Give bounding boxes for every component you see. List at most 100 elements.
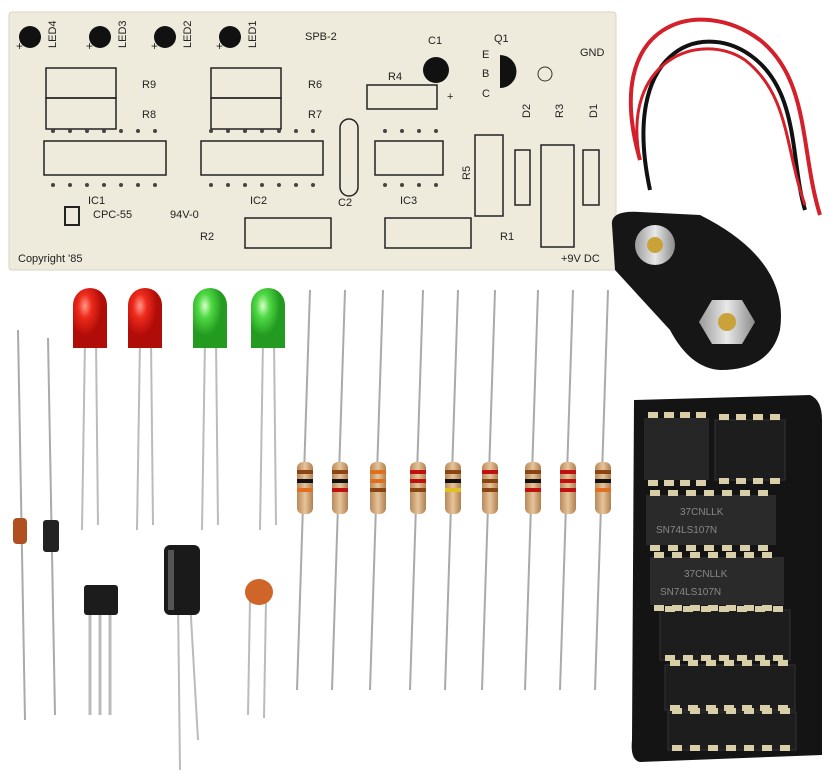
ic-socket-14pin — [667, 711, 797, 751]
ic-pin — [780, 708, 790, 714]
led-plus: + — [216, 39, 223, 53]
pad — [209, 129, 213, 133]
ic-chip-1-code: 37CNLLK — [680, 507, 724, 518]
d1-label: D1 — [588, 104, 600, 118]
ic-pin — [719, 414, 729, 420]
ic-pin — [706, 660, 716, 666]
r5-label: R5 — [461, 166, 473, 180]
r4-footprint — [366, 84, 438, 110]
diode-1n4001 — [43, 520, 59, 552]
pad — [434, 183, 438, 187]
ic-pin — [722, 490, 732, 496]
ic-pin — [726, 745, 736, 751]
ic-chip-2-part: SN74LS107N — [660, 587, 721, 598]
c1-footprint — [423, 57, 449, 83]
c2-footprint — [339, 118, 359, 197]
led-footprint — [154, 26, 176, 48]
ic-pin — [760, 660, 770, 666]
ic-pin — [701, 655, 711, 661]
ic-pin — [726, 605, 736, 611]
ic3-label: IC3 — [400, 195, 417, 207]
resistors — [296, 289, 611, 691]
q1-pin-c: C — [482, 88, 490, 100]
r9-label: R9 — [142, 79, 156, 91]
maker-label: CPC-55 — [93, 209, 132, 221]
r7-label: R7 — [308, 109, 322, 121]
r8-footprint — [45, 97, 117, 130]
ic-pin — [690, 552, 700, 558]
ic-foam-pad: 37CNLLK SN74LS107N 37CNLLK SN74LS107N — [631, 395, 822, 762]
pad — [136, 129, 140, 133]
color-band — [410, 470, 426, 474]
ic-pin — [744, 552, 754, 558]
ic-pin — [780, 745, 790, 751]
ic-pin — [740, 545, 750, 551]
r4-label: R4 — [388, 71, 402, 83]
color-band — [410, 479, 426, 483]
pad — [311, 183, 315, 187]
c1-plus: + — [447, 91, 453, 103]
pad — [68, 183, 72, 187]
pad — [119, 183, 123, 187]
led-footprints: +LED4+LED3+LED2+LED1 — [16, 20, 259, 53]
ic-pin — [742, 660, 752, 666]
led-footprint — [19, 26, 41, 48]
ic-pin — [755, 606, 765, 612]
led-lead — [150, 339, 154, 526]
ic-pin — [737, 606, 747, 612]
ic-pin — [665, 655, 675, 661]
r5-footprint — [474, 134, 504, 217]
ic-pin — [737, 655, 747, 661]
ic-pin — [762, 745, 772, 751]
ic-pin — [708, 745, 718, 751]
color-band — [410, 488, 426, 492]
led-lead — [201, 339, 206, 531]
ic-pin — [683, 606, 693, 612]
color-band — [370, 470, 386, 474]
q1-footprint — [500, 55, 517, 88]
ic-pin — [744, 605, 754, 611]
capacitor-lead — [177, 599, 181, 771]
pad — [243, 129, 247, 133]
ic-pin — [758, 545, 768, 551]
ic-pin — [670, 660, 680, 666]
r1-footprint — [384, 217, 472, 249]
ic-pin — [736, 414, 746, 420]
pad — [277, 129, 281, 133]
pad — [226, 183, 230, 187]
logo-mark — [64, 206, 80, 226]
led-label: LED1 — [247, 20, 259, 48]
c1-label: C1 — [428, 35, 442, 47]
pad — [434, 129, 438, 133]
q1-pin-e: E — [482, 49, 489, 61]
color-band — [525, 479, 541, 483]
ic-pin — [650, 545, 660, 551]
ic1-footprint — [43, 140, 167, 176]
ic-pin — [704, 545, 714, 551]
led-plus: + — [151, 39, 158, 53]
diode-1n4148 — [13, 518, 27, 544]
ic-pin — [762, 708, 772, 714]
pad — [136, 183, 140, 187]
color-band — [595, 488, 611, 492]
ic-pin — [690, 745, 700, 751]
pad — [209, 183, 213, 187]
color-band — [482, 470, 498, 474]
c2-label: C2 — [338, 197, 352, 209]
ic2-label: IC2 — [250, 195, 267, 207]
ic-chip-2-code: 37CNLLK — [684, 569, 728, 580]
led-label: LED2 — [182, 20, 194, 48]
color-band — [560, 479, 576, 483]
green-led — [251, 288, 285, 348]
ic-chip-1 — [646, 495, 776, 545]
r7-footprint — [210, 97, 282, 130]
pad — [277, 183, 281, 187]
ic-pin — [696, 480, 706, 486]
capacitor-lead — [247, 599, 251, 716]
color-band — [370, 488, 386, 492]
ic-socket-14pin — [664, 664, 796, 711]
pad — [383, 129, 387, 133]
color-band — [595, 470, 611, 474]
ic-pin — [672, 605, 682, 611]
